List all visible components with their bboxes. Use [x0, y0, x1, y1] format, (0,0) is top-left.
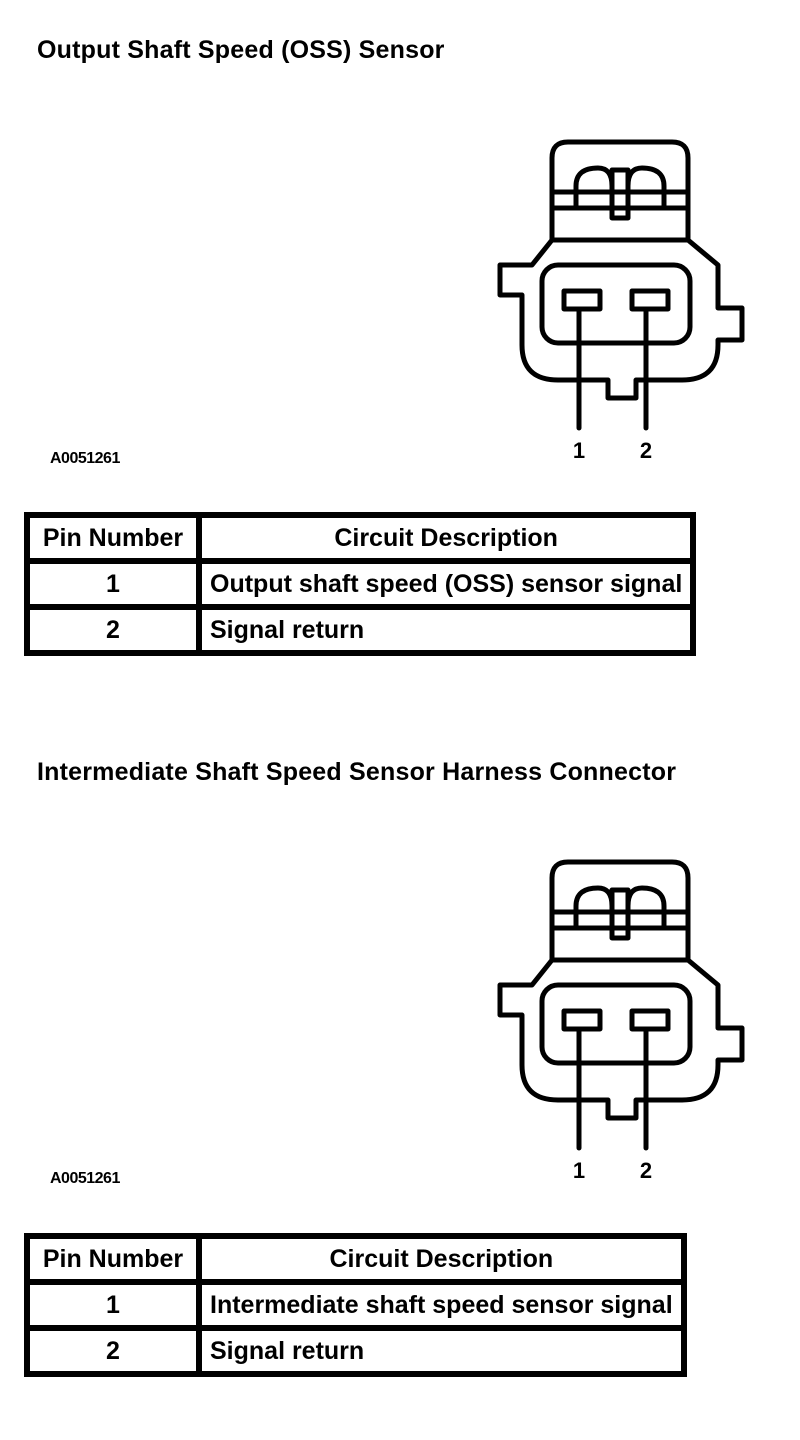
header-circuit-description: Circuit Description	[202, 518, 691, 558]
connector-cavity	[539, 982, 693, 1066]
cell-description: Signal return	[202, 610, 691, 650]
cell-pin: 2	[30, 1331, 196, 1371]
pin-label-1: 1	[573, 438, 585, 463]
table-row: 1 Intermediate shaft speed sensor signal	[30, 1285, 681, 1325]
header-pin-number: Pin Number	[30, 518, 196, 558]
pin-label-2: 2	[640, 1158, 652, 1183]
section-2-connector-diagram: 1 2	[497, 859, 745, 1183]
section-2-pin-table: Pin Number Circuit Description 1 Interme…	[24, 1233, 687, 1377]
section-1-figure-id: A0051261	[50, 450, 120, 467]
connector-latch-housing	[549, 139, 691, 243]
pin-label-2: 2	[640, 438, 652, 463]
cell-description: Intermediate shaft speed sensor signal	[202, 1285, 681, 1325]
section-1-title: Output Shaft Speed (OSS) Sensor	[37, 36, 445, 64]
table-header-row: Pin Number Circuit Description	[30, 1239, 681, 1279]
cell-pin: 1	[30, 1285, 196, 1325]
section-2-figure-id: A0051261	[50, 1170, 120, 1187]
table-row: 2 Signal return	[30, 1331, 681, 1371]
table-row: 2 Signal return	[30, 610, 691, 650]
pin-label-1: 1	[573, 1158, 585, 1183]
cell-description: Output shaft speed (OSS) sensor signal	[202, 564, 691, 604]
terminal-2	[629, 288, 671, 312]
table-header-row: Pin Number Circuit Description	[30, 518, 691, 558]
table-row: 1 Output shaft speed (OSS) sensor signal	[30, 564, 691, 604]
terminal-2	[629, 1008, 671, 1032]
connector-body	[497, 957, 745, 1121]
section-2-title: Intermediate Shaft Speed Sensor Harness …	[37, 758, 677, 786]
cell-pin: 1	[30, 564, 196, 604]
terminal-1	[561, 1008, 603, 1032]
header-circuit-description: Circuit Description	[202, 1239, 681, 1279]
section-1-connector-diagram: 1 2	[497, 139, 745, 463]
cell-pin: 2	[30, 610, 196, 650]
header-pin-number: Pin Number	[30, 1239, 196, 1279]
connector-latch-housing	[549, 859, 691, 963]
terminal-1	[561, 288, 603, 312]
connector-body	[497, 237, 745, 401]
connector-cavity	[539, 262, 693, 346]
section-1-pin-table: Pin Number Circuit Description 1 Output …	[24, 512, 697, 656]
cell-description: Signal return	[202, 1331, 681, 1371]
